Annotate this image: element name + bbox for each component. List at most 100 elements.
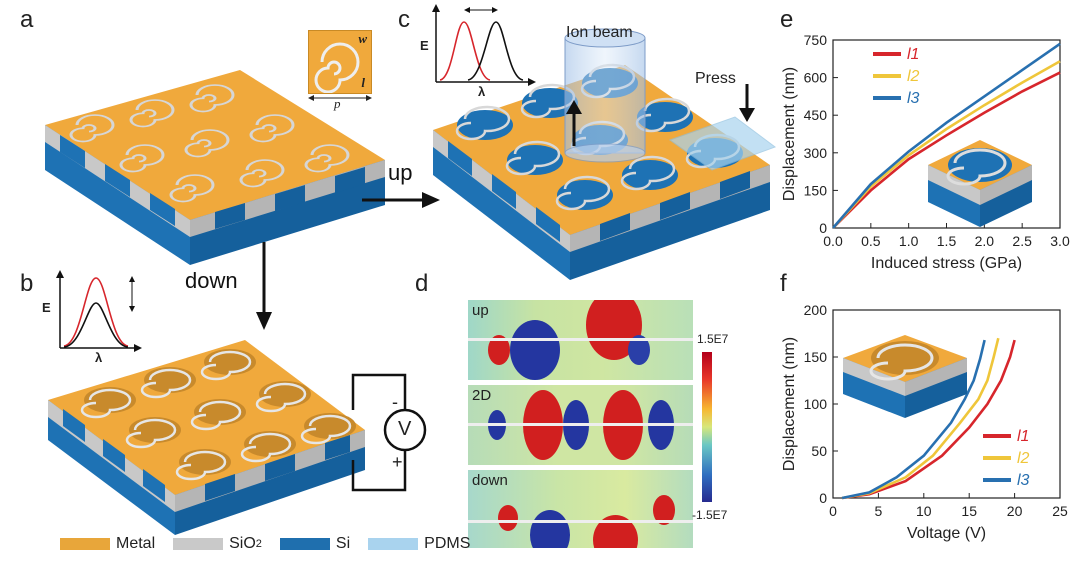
y-tick-label: 0 (819, 220, 827, 236)
period-arrow (308, 95, 372, 101)
press-down-arrow (739, 84, 755, 122)
legend-sio2-sub: 2 (255, 538, 262, 550)
legend-si-swatch (279, 538, 330, 550)
panel-label-b: b (20, 270, 34, 297)
metasurface-block-a (45, 70, 385, 265)
y-tick-label: 600 (804, 70, 828, 86)
field-map-down: down (468, 470, 693, 548)
spiral-icon (314, 42, 360, 94)
legend-sio2-swatch (173, 538, 224, 550)
legend-label-l3: l3 (907, 90, 920, 107)
y-tick-label: 200 (804, 302, 828, 318)
legend-label-l1: l1 (907, 46, 919, 63)
series-line-l3 (832, 42, 1061, 229)
press-label: Press (695, 70, 736, 87)
up-arrow (362, 192, 440, 208)
x-tick-label: 3.0 (1050, 233, 1070, 249)
series-line-l1 (841, 339, 1016, 500)
inset-l-label: l (361, 75, 365, 90)
legend-pdms: PDMS (368, 535, 470, 553)
legend-metal-label: Metal (116, 535, 156, 552)
spectrum-b-E: E (42, 300, 51, 315)
colorbar-max-label: 1.5E7 (697, 332, 729, 346)
ion-beam-up-arrow (566, 100, 582, 146)
spectrum-c-E: E (420, 38, 429, 53)
chart-e-inset-cell (928, 140, 1032, 227)
legend-label-l3: l3 (1017, 472, 1030, 489)
series-line-l2 (841, 337, 1000, 500)
down-label: down (185, 268, 238, 293)
panel-label-a: a (20, 6, 34, 33)
x-tick-label: 1.0 (899, 233, 919, 249)
legend-sio2-label: SiO (229, 535, 256, 552)
legend-metal: Metal (60, 535, 155, 553)
x-axis-label: Voltage (V) (907, 525, 986, 542)
x-axis-label: Induced stress (GPa) (871, 255, 1022, 272)
legend-si: Si (279, 535, 351, 553)
y-tick-label: 150 (804, 349, 828, 365)
legend-label-l2: l2 (907, 68, 920, 85)
x-tick-label: 2.0 (975, 233, 995, 249)
y-axis-label: Displacement (nm) (781, 67, 798, 201)
chart-e: 0.0 0.5 1.0 1.5 2.0 2.5 3.0 0 150 300 450 600 750Ind… (781, 32, 1070, 272)
x-tick-label: 0 (829, 503, 837, 519)
legend-pdms-swatch (368, 538, 419, 550)
metasurface-block-b (48, 340, 365, 535)
x-tick-label: 2.5 (1012, 233, 1032, 249)
legend-metal-swatch (60, 538, 110, 550)
field-map-up: up (468, 300, 693, 380)
x-tick-label: 20 (1007, 503, 1023, 519)
spectrum-inset-c (432, 4, 536, 86)
y-tick-label: 0 (819, 490, 827, 506)
legend-label-l1: l1 (1017, 428, 1029, 445)
inset-p-label: p (334, 96, 341, 111)
plus-sign: + (392, 452, 403, 472)
y-tick-label: 150 (804, 182, 828, 198)
y-tick-label: 100 (804, 396, 828, 412)
up-label: up (388, 160, 413, 185)
spectrum-b-lambda: λ (95, 350, 103, 365)
x-tick-label: 0.0 (823, 233, 843, 249)
y-tick-label: 750 (804, 32, 828, 48)
x-tick-label: 25 (1052, 503, 1068, 519)
panel-label-f: f (780, 270, 787, 297)
field-map-up-label: up (472, 302, 489, 319)
spectrum-c-lambda: λ (478, 84, 486, 99)
colorbar-min-label: -1.5E7 (692, 508, 728, 522)
unit-cell-inset: w l (308, 30, 372, 94)
voltage-circuit (351, 373, 427, 492)
y-tick-label: 300 (804, 145, 828, 161)
series-line-l1 (832, 71, 1061, 229)
voltage-source-label: V (398, 418, 412, 440)
x-tick-label: 5 (875, 503, 883, 519)
legend-pdms-label: PDMS (424, 535, 471, 552)
x-tick-label: 1.5 (937, 233, 957, 249)
panel-label-c: c (398, 6, 410, 33)
spectrum-inset-b (56, 270, 142, 352)
field-map-down-label: down (472, 472, 508, 489)
panel-label-d: d (415, 270, 429, 297)
x-tick-label: 0.5 (861, 233, 881, 249)
x-tick-label: 10 (916, 503, 932, 519)
chart-f-inset-cell (843, 335, 967, 418)
y-axis-label: Displacement (nm) (781, 337, 798, 471)
y-tick-label: 50 (811, 443, 827, 459)
panel-label-e: e (780, 6, 794, 33)
ion-beam-cylinder (564, 28, 646, 163)
legend-si-label: Si (335, 535, 351, 552)
field-map-2d-label: 2D (472, 387, 492, 404)
ion-beam-label: Ion beam (566, 24, 633, 41)
inset-w-label: w (358, 31, 367, 46)
down-arrow (256, 242, 272, 330)
legend-label-l2: l2 (1017, 450, 1030, 467)
colorbar (702, 352, 712, 502)
series-line-l3 (841, 339, 986, 500)
x-tick-label: 15 (961, 503, 977, 519)
series-line-l2 (832, 60, 1061, 229)
field-map-2d: 2D (468, 385, 693, 465)
minus-sign: - (392, 392, 398, 412)
y-tick-label: 450 (804, 107, 828, 123)
